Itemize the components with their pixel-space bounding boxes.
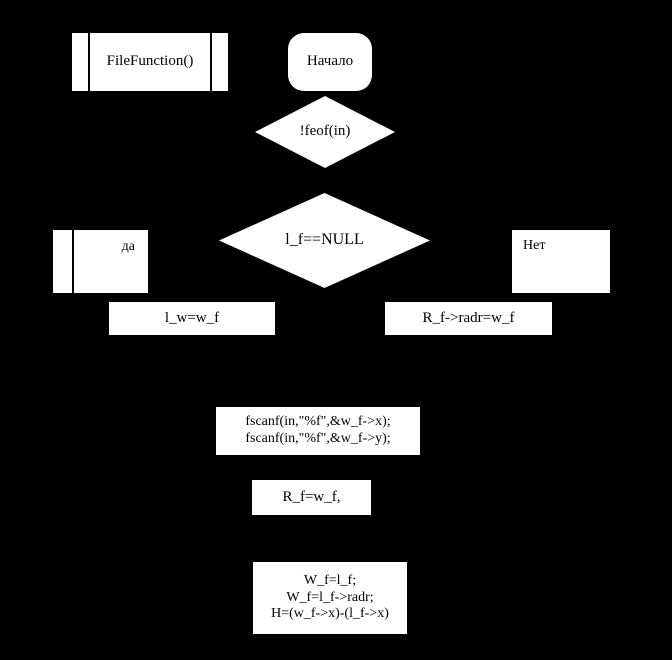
node-process-rf-assign[interactable]: R_f=w_f, [252,480,371,515]
node-branch-yes-label: да [121,239,135,254]
node-process-lw-label: l_w=w_f [164,309,220,326]
node-branch-no-label: Нет [523,238,546,253]
node-process-rf-assign-label: R_f=w_f, [282,488,341,505]
node-decision-feof[interactable]: !feof(in) [255,96,395,168]
predef-rule-right [210,33,212,91]
node-process-rf-radr[interactable]: R_f->radr=w_f [385,302,552,335]
node-decision-feof-label: !feof(in) [299,123,351,140]
predef-rule-left [88,33,90,91]
node-branch-yes[interactable]: да [53,230,148,293]
node-process-fscanf-line-2: fscanf(in,"%f",&w_f->y); [245,431,391,446]
node-subroutine-filefunction-label: FileFunction() [106,53,194,70]
node-process-lw[interactable]: l_w=w_f [109,302,275,335]
node-process-rf-radr-label: R_f->radr=w_f [422,309,515,326]
node-process-fscanf[interactable]: fscanf(in,"%f",&w_f->x); fscanf(in,"%f",… [216,407,420,455]
node-process-fscanf-line-1: fscanf(in,"%f",&w_f->x); [245,414,391,430]
node-process-wf-block[interactable]: W_f=l_f; W_f=l_f->radr; H=(w_f->x)-(l_f-… [253,562,407,634]
node-process-wf-block-line-3: H=(w_f->x)-(l_f->x) [271,606,389,622]
node-process-wf-block-line-2: W_f=l_f->radr; [286,589,374,605]
node-decision-lf-null[interactable]: l_f==NULL [219,193,430,288]
node-terminator-start-label: Начало [306,53,354,70]
node-subroutine-filefunction[interactable]: FileFunction() [72,33,228,91]
node-terminator-start[interactable]: Начало [288,33,372,91]
node-decision-lf-null-label: l_f==NULL [285,231,364,249]
node-process-wf-block-line-1: W_f=l_f; [303,573,357,589]
node-branch-no[interactable]: Нет [512,230,610,293]
predef-rule-left [72,230,74,293]
